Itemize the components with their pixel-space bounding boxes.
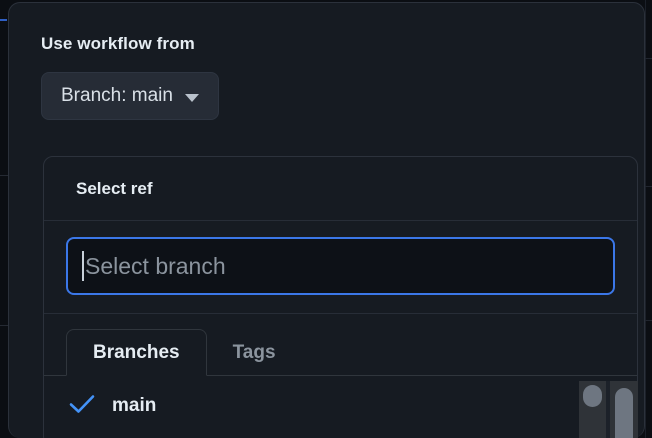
select-branch-input[interactable]: Select branch [66,237,615,295]
backdrop-vertical-divider [645,0,646,438]
backdrop-accent-line [0,19,7,21]
tab-branches-label: Branches [93,341,180,363]
tabs-underline [44,375,637,376]
tab-tags[interactable]: Tags [207,329,302,376]
ref-tabs: Branches Tags [44,314,637,376]
ref-list: main [44,376,637,426]
check-icon [68,393,104,420]
backdrop-divider-1 [0,175,9,176]
text-caret [82,251,84,281]
page-scrollbar-thumb[interactable] [615,388,633,438]
dialog-body: Use workflow from Branch: main [9,3,644,120]
backdrop-divider-2 [0,325,9,326]
branch-selector-label: Branch: main [61,85,173,106]
backdrop-right-divider-3 [644,320,652,321]
select-ref-panel: Select ref Select branch Branches Tags [43,156,638,438]
backdrop-right-divider-1 [644,58,652,59]
list-item[interactable]: main [44,386,637,426]
page-title: Use workflow from [41,34,195,53]
backdrop-right-divider-2 [644,186,652,187]
run-workflow-dialog: Use workflow from Branch: main Select re… [8,2,645,438]
branch-selector-button[interactable]: Branch: main [41,72,219,120]
select-ref-title: Select ref [76,178,153,198]
chevron-down-icon [184,93,199,102]
tab-branches[interactable]: Branches [66,329,207,376]
select-ref-header: Select ref [44,157,637,221]
ref-item-label: main [112,395,157,416]
inner-scrollbar-thumb[interactable] [583,385,602,407]
tab-tags-label: Tags [232,341,276,363]
scrollbar-gap [606,381,610,438]
ref-filter-area: Select branch [44,221,637,314]
select-branch-placeholder: Select branch [85,253,226,279]
